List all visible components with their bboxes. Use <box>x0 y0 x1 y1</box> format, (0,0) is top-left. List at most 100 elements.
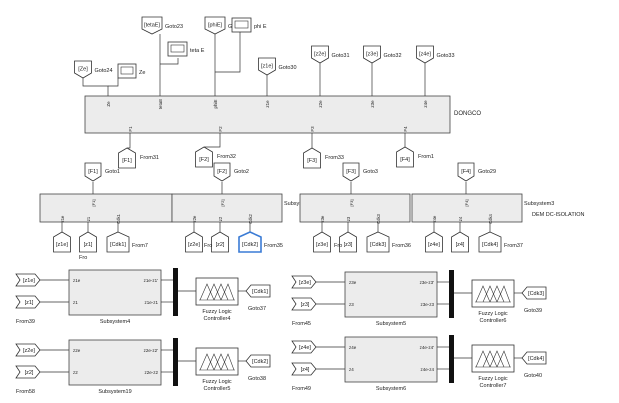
from-Cdk2[interactable]: [Cdk2] <box>238 231 262 253</box>
trunc-from-2: Fro <box>334 243 342 249</box>
goto-Ze[interactable]: [Ze] <box>74 60 92 79</box>
goto-label-0: Goto24 <box>95 68 113 74</box>
from-z1[interactable]: [z1] <box>79 231 97 253</box>
goto-z4e[interactable]: [z4e] <box>416 45 434 64</box>
goto-z2e[interactable]: [z2e] <box>311 45 329 64</box>
goto-tag-shape <box>311 45 329 64</box>
from-tag-shape <box>291 297 317 311</box>
sub-in-port-1-1: z2 <box>218 216 223 221</box>
from-tag-label: [Cdk2] <box>242 242 258 248</box>
from-z2e[interactable]: [z2e] <box>185 231 203 253</box>
scope-label-0: Ze <box>139 70 145 76</box>
scope-2[interactable] <box>231 17 252 33</box>
ctrl-goto-0[interactable]: [Cdk1] <box>245 284 271 298</box>
ctrl-in-port-0: z1e <box>73 278 81 283</box>
from-F3[interactable]: [F3] <box>303 147 321 169</box>
mux-3[interactable] <box>449 335 454 383</box>
ctrl-sub-name-0: Subsystem4 <box>100 319 130 325</box>
dongco-port-F4: F4 <box>403 126 408 132</box>
subsystem-block-0[interactable] <box>39 193 173 223</box>
from-tag-label: [z1] <box>84 242 93 248</box>
ctrl-from2-1[interactable]: [z2] <box>15 365 41 379</box>
goto-phiE[interactable]: [phiE] <box>204 16 226 35</box>
ctrl-from2-3[interactable]: [z4] <box>291 362 317 376</box>
ctrl-out-port-1: z2e-z2 <box>144 370 158 375</box>
goto-z1e[interactable]: [z1e] <box>258 57 276 76</box>
fuzzy-controller-0[interactable] <box>195 277 239 306</box>
from-z1e[interactable]: [z1e] <box>53 231 71 253</box>
ctrl-subsystem-0[interactable] <box>68 269 162 316</box>
sub-goto-0[interactable]: [F1] <box>84 162 102 182</box>
sub-goto-label-2: Goto3 <box>363 169 378 175</box>
mux-2[interactable] <box>449 270 454 318</box>
from-label-0: From31 <box>140 155 159 161</box>
sub-goto-2[interactable]: [F3] <box>342 162 360 182</box>
ctrl-from2-2[interactable]: [z3] <box>291 297 317 311</box>
from-F4[interactable]: [F4] <box>396 146 414 168</box>
from-z4[interactable]: [z4] <box>451 231 469 253</box>
fuzzy-controller-2[interactable] <box>471 279 515 308</box>
goto-label-4: Goto31 <box>332 53 350 59</box>
goto-tag-label: [Cdk1] <box>252 289 268 295</box>
ctrl-from1-3[interactable]: [z4e] <box>291 340 317 354</box>
ctrl-out-port-1: z4e-z4 <box>420 367 434 372</box>
ctrl-from1-2[interactable]: [z3e] <box>291 275 317 289</box>
membership-functions-icon <box>475 285 511 303</box>
subsystem-block-2[interactable] <box>299 193 411 223</box>
goto-tag-label: [F3] <box>346 169 356 175</box>
ctrl-goto-3[interactable]: [Cdk4] <box>521 351 547 365</box>
fuzzy-controller-3[interactable] <box>471 344 515 373</box>
sub-goto-1[interactable]: [F2] <box>213 162 231 182</box>
from-tag-shape <box>291 362 317 376</box>
ctrl-from1-1[interactable]: [z2e] <box>15 343 41 357</box>
from-tag-shape <box>118 147 136 169</box>
fuzzy-label-line2: Controller7 <box>480 383 507 389</box>
dongco-block[interactable] <box>84 95 451 134</box>
from-tag-label: [z2e] <box>23 348 35 354</box>
sub-goto-label-0: Goto1 <box>105 169 120 175</box>
from-z2[interactable]: [z2] <box>211 231 229 253</box>
mux-0[interactable] <box>173 268 178 316</box>
from-tag-shape <box>195 146 213 168</box>
from-tag-shape <box>366 231 390 253</box>
from-Cdk4[interactable]: [Cdk4] <box>478 231 502 253</box>
dongco-port-z2e: z2e <box>318 100 323 108</box>
fuzzy-label-line2: Controller6 <box>480 318 507 324</box>
ctrl-from2-0[interactable]: [z1] <box>15 295 41 309</box>
ctrl-subsystem-1[interactable] <box>68 339 162 386</box>
mux-1[interactable] <box>173 338 178 386</box>
goto-z3e[interactable]: [z3e] <box>363 45 381 64</box>
from-tag-label: [z2] <box>216 242 225 248</box>
from-F2[interactable]: [F2] <box>195 146 213 168</box>
ctrl-in-port-0: z4e <box>349 345 357 350</box>
goto-label-1: Goto23 <box>165 24 183 30</box>
from-z3[interactable]: [z3] <box>339 231 357 253</box>
subsystem-block-3[interactable] <box>411 193 523 223</box>
from-F1[interactable]: [F1] <box>118 147 136 169</box>
ctrl-goto-1[interactable]: [Cdk2] <box>245 354 271 368</box>
dongco-port-phiE: phiE <box>213 99 218 108</box>
from-tag-shape <box>15 365 41 379</box>
ctrl-subsystem-3[interactable] <box>344 336 438 383</box>
subsystem-block-1[interactable] <box>171 193 283 223</box>
ctrl-from-label-2: From45 <box>292 321 311 327</box>
goto-label-6: Goto33 <box>437 53 455 59</box>
sub-goto-3[interactable]: [F4] <box>457 162 475 182</box>
fuzzy-label-line1: Fuzzy Logic <box>478 376 508 382</box>
ctrl-goto-2[interactable]: [Cdk3] <box>521 286 547 300</box>
goto-tetaE[interactable]: [tetaE] <box>141 16 163 35</box>
from-tag-label: [F4] <box>400 157 410 163</box>
scope-0[interactable] <box>117 63 137 79</box>
from-z3e[interactable]: [z3e] <box>313 231 331 253</box>
from-Cdk1[interactable]: [Cdk1] <box>106 231 130 253</box>
ctrl-from1-0[interactable]: [z1e] <box>15 273 41 287</box>
fuzzy-controller-1[interactable] <box>195 347 239 376</box>
from-Cdk3[interactable]: [Cdk3] <box>366 231 390 253</box>
from-z4e[interactable]: [z4e] <box>425 231 443 253</box>
scope-1[interactable] <box>167 41 188 57</box>
ctrl-subsystem-2[interactable] <box>344 271 438 318</box>
from-tag-shape <box>15 295 41 309</box>
